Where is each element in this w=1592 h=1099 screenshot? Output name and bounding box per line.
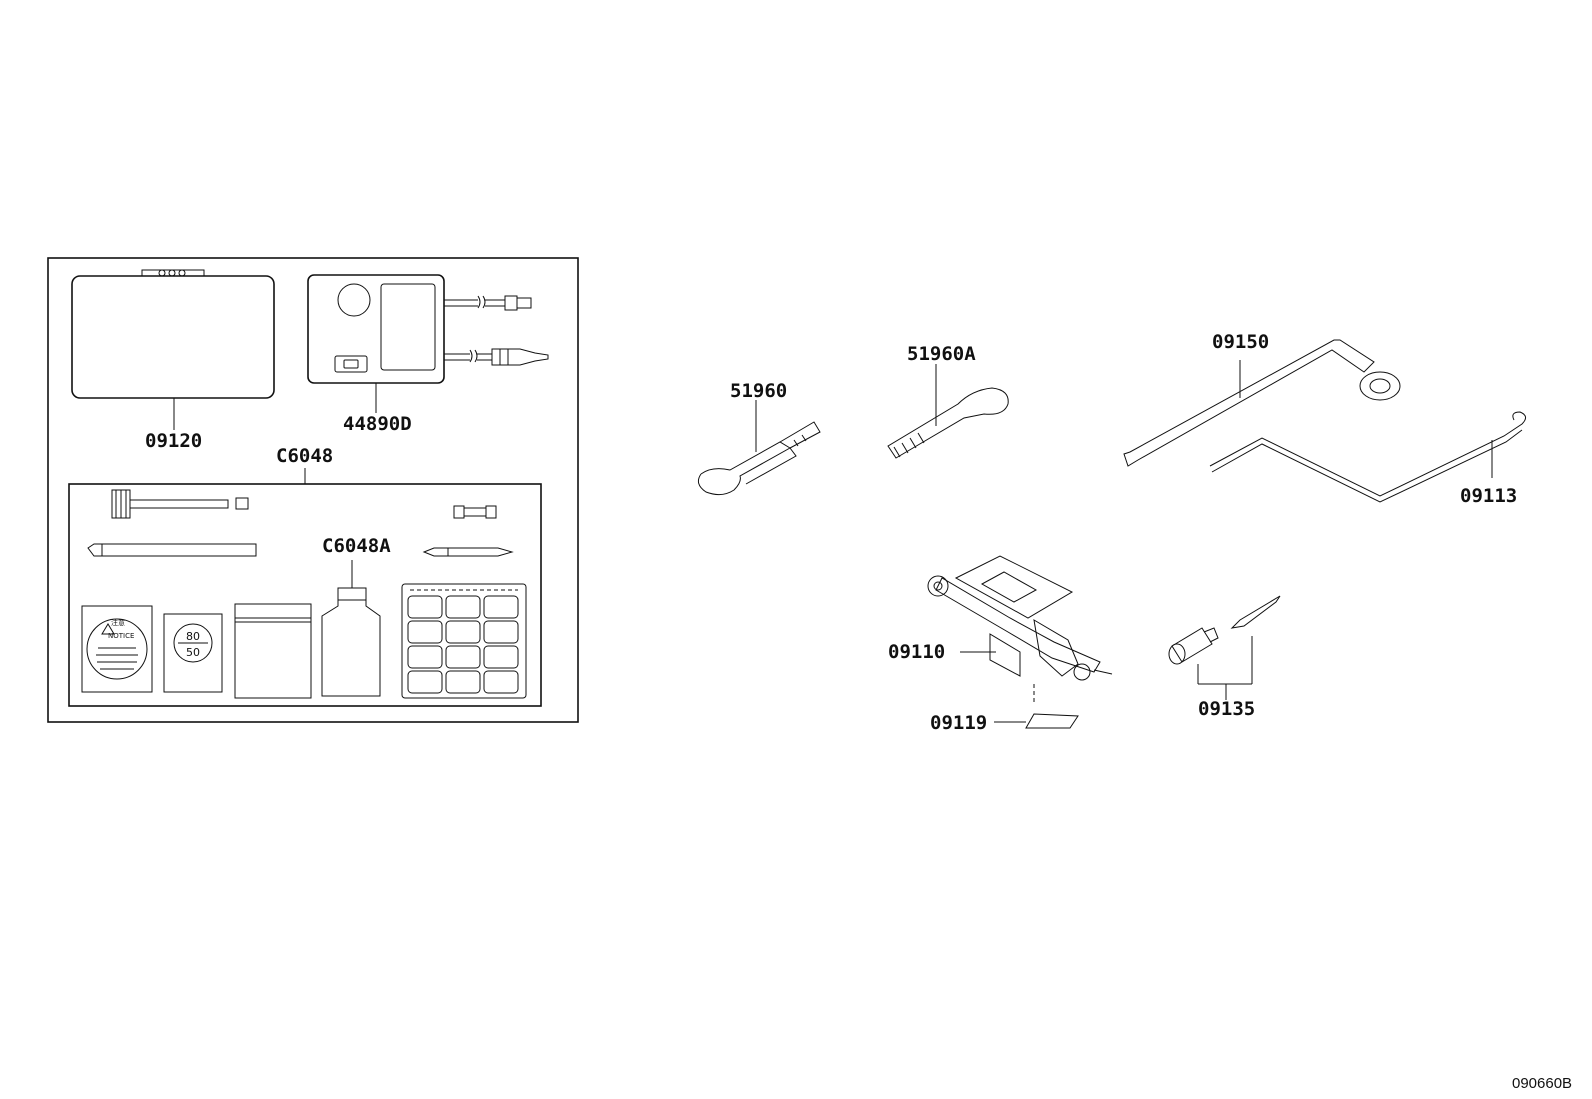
diagram-ref: 090660B: [1512, 1075, 1572, 1092]
sticker-cell: [445, 670, 481, 694]
sticker-cell: [407, 670, 443, 694]
part-label-compressor: 44890D: [343, 413, 412, 435]
jack-handle-drawing: [1209, 411, 1526, 503]
repair-kit-frame: [68, 483, 542, 707]
jack-drawing: [927, 555, 1113, 702]
sticker-cell: [483, 620, 519, 644]
part-label-sealant-bottle: C6048A: [322, 535, 391, 557]
label-notice-jp: 注意: [111, 618, 125, 627]
kit-frame: [47, 257, 579, 723]
sticker-cell: [483, 645, 519, 669]
part-label-handle-short: 51960: [730, 380, 787, 402]
part-label-jack: 09110: [888, 641, 945, 663]
label-notice-en: NOTICE: [108, 632, 134, 640]
sticker-cell: [483, 670, 519, 694]
handle-short-drawing: [697, 400, 821, 496]
part-label-kit-case: 09120: [145, 430, 202, 452]
handle-alt-drawing: [887, 364, 1009, 459]
kit-case-drawing: [71, 269, 275, 430]
part-label-repair-kit: C6048: [276, 445, 333, 467]
part-label-handle-alt: 51960A: [907, 343, 976, 365]
sticker-cell: [407, 620, 443, 644]
sticker-cell: [483, 595, 519, 619]
sticker-cell: [407, 645, 443, 669]
sticker-cell: [445, 595, 481, 619]
wrench-drawing: [1123, 339, 1401, 467]
socket-set-drawing: [1168, 595, 1281, 700]
repair-kit-contents: [81, 489, 527, 699]
sticker-cell: [445, 645, 481, 669]
label-speed-top: 80: [186, 630, 200, 643]
part-label-socket-set: 09135: [1198, 698, 1255, 720]
label-speed-bottom: 50: [186, 646, 200, 659]
compressor-drawing: [307, 274, 549, 413]
sticker-grid: [407, 595, 519, 694]
jack-label-drawing: [994, 713, 1079, 729]
part-label-wrench: 09150: [1212, 331, 1269, 353]
part-label-jack-handle: 09113: [1460, 485, 1517, 507]
sticker-cell: [445, 620, 481, 644]
part-label-jack-label: 09119: [930, 712, 987, 734]
sticker-cell: [407, 595, 443, 619]
